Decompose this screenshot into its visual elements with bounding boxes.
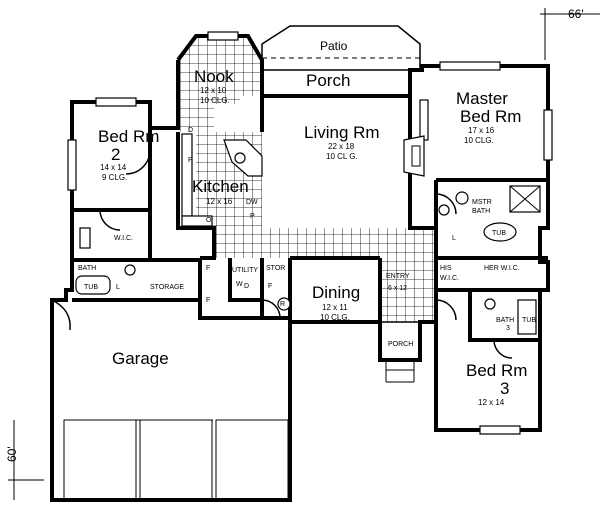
bath-label: BATH [78, 265, 96, 272]
garage-doors [51, 299, 289, 501]
nook-ceiling: 10 CLG. [200, 96, 230, 105]
kitchen-size: 12 x 16 [206, 197, 233, 206]
room-bed3: Bed Rm 3 12 x 14 [466, 361, 527, 407]
her-wic-label: HER W.I.C. [484, 265, 520, 272]
porch-label: Porch [306, 71, 350, 90]
room-bed2: Bed Rm 2 14 x 14 9 CLG. [98, 127, 159, 182]
front-porch-label: PORCH [388, 341, 413, 348]
f-label-1: F [206, 265, 210, 272]
entry-size: 6 x 12 [388, 285, 407, 292]
nook-size: 12 x 10 [200, 86, 227, 95]
kitchen-p2-label: P [250, 213, 255, 220]
kitchen-d-label: D [188, 127, 193, 134]
small-labels: W.I.C. BATH TUB L STORAGE STOR UTILITY W… [78, 127, 536, 332]
f-label-2: F [206, 297, 210, 304]
bed2-ceiling: 9 CLG. [102, 173, 127, 182]
tub-label: TUB [84, 284, 98, 291]
tiled-floors [178, 36, 436, 322]
mstr-bath-label: BATH [472, 208, 490, 215]
stor-label: STOR [266, 265, 285, 272]
doors [99, 149, 513, 359]
room-master: Master Bed Rm 17 x 16 10 CLG. [456, 89, 521, 145]
bed3-name-line1: Bed Rm [466, 361, 527, 380]
room-garage: Garage [112, 349, 169, 368]
bed2-name-line1: Bed Rm [98, 127, 159, 146]
master-name-line1: Master [456, 89, 508, 108]
utility-w-label: W [236, 281, 243, 288]
dimension-width-label: 66' [568, 7, 584, 21]
exterior-walls [50, 34, 550, 502]
bed3-name-line2: 3 [500, 379, 509, 398]
dining-name: Dining [312, 283, 360, 302]
wic-label: W.I.C. [114, 235, 133, 242]
bed2-name-line2: 2 [111, 145, 120, 164]
front-porch: PORCH [379, 321, 421, 383]
kitchen-o-label: O [206, 217, 212, 224]
nook-name: Nook [194, 67, 234, 86]
room-dining: Dining 12 x 11 10 CLG. [312, 283, 360, 322]
kitchen-name: Kitchen [192, 177, 249, 196]
fireplace [403, 135, 425, 177]
f-label-3: F [268, 283, 272, 290]
interior-walls [72, 96, 548, 342]
room-kitchen: Kitchen 12 x 16 DW [192, 177, 258, 206]
bath-fixtures [75, 185, 541, 335]
patio-porch: Patio Porch [261, 25, 421, 90]
dining-size: 12 x 11 [322, 303, 348, 312]
bath3-tub-label: TUB [522, 317, 536, 324]
kitchen-fixtures [181, 133, 263, 227]
utility-d-label: D [244, 283, 249, 290]
dimension-depth-label: 60' [5, 446, 19, 462]
patio-label: Patio [320, 39, 348, 53]
entry-name: ENTRY [386, 273, 410, 280]
dining-ceiling: 10 CLG. [320, 313, 350, 322]
dimension-depth: 60' [5, 420, 44, 500]
bed3-size: 12 x 14 [478, 398, 505, 407]
garage-name: Garage [112, 349, 169, 368]
kitchen-p-label: P [188, 157, 193, 164]
master-size: 17 x 16 [468, 126, 495, 135]
bath3-num-label: 3 [506, 325, 510, 332]
dimension-width: 66' [540, 7, 600, 60]
bath3-label: BATH [496, 317, 514, 324]
l-label-master: L [452, 235, 456, 242]
living-name: Living Rm [304, 123, 380, 142]
r-label: R [280, 301, 285, 308]
mstr-label: MSTR [472, 199, 492, 206]
room-entry: ENTRY 6 x 12 [386, 273, 410, 292]
bed2-size: 14 x 14 [100, 163, 127, 172]
his-wic-label: W.I.C. [440, 275, 459, 282]
his-label: HIS [440, 265, 452, 272]
living-ceiling: 10 CL G. [326, 152, 358, 161]
kitchen-dw: DW [246, 199, 258, 206]
room-living: Living Rm 22 x 18 10 CL G. [304, 123, 380, 161]
living-size: 22 x 18 [328, 142, 355, 151]
master-name-line2: Bed Rm [460, 107, 521, 126]
storage-label: STORAGE [150, 284, 184, 291]
utility-label: UTILITY [232, 267, 258, 274]
room-nook: Nook 12 x 10 10 CLG. [194, 67, 234, 105]
mstr-tub-label: TUB [492, 230, 506, 237]
master-ceiling: 10 CLG. [464, 136, 494, 145]
l-label-bed2: L [116, 284, 120, 291]
